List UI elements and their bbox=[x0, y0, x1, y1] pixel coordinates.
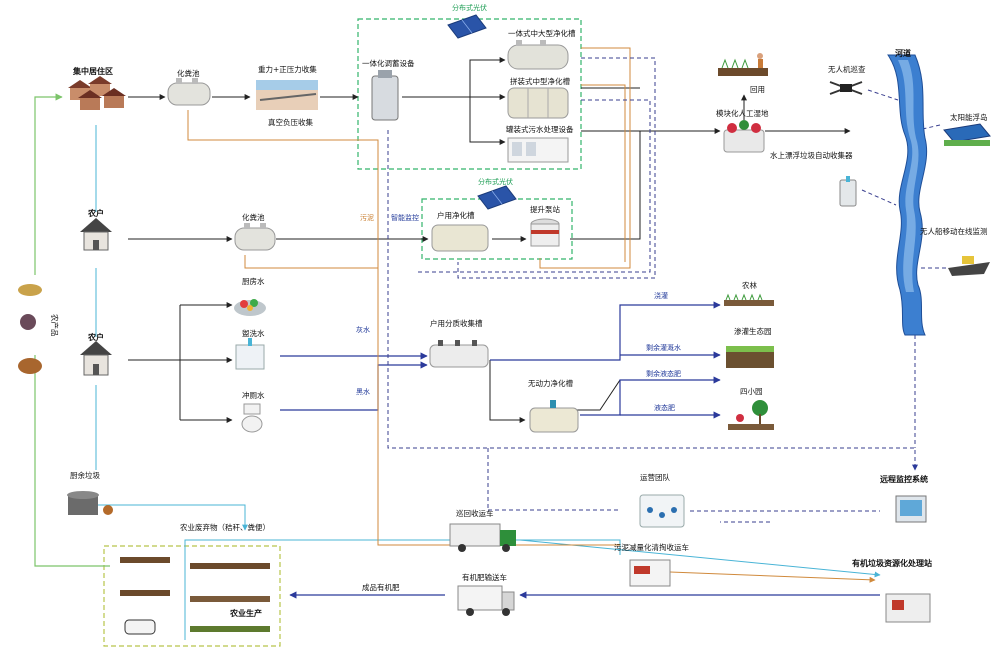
label-flush-water: 冲厕水 bbox=[242, 390, 265, 400]
label-farmer-1: 农户 bbox=[87, 208, 104, 218]
label-kitchen-water: 厨房水 bbox=[242, 276, 265, 286]
agri-production-group bbox=[103, 545, 281, 647]
farmer-house-2-icon bbox=[80, 341, 112, 376]
label-container-equipment: 罐装式污水处理设备 bbox=[506, 124, 574, 134]
label-organic-fertilizer: 成品有机肥 bbox=[362, 582, 400, 592]
label-kitchen-waste: 厨余垃圾 bbox=[70, 470, 100, 480]
river-highlight bbox=[898, 60, 919, 292]
sorting-tank-icon bbox=[429, 340, 489, 368]
kitchen-waste-icon bbox=[67, 491, 113, 515]
label-unpowered-tank: 无动力净化槽 bbox=[528, 378, 573, 388]
farmland-icon bbox=[724, 293, 774, 306]
label-reuse: 回用 bbox=[750, 85, 765, 94]
label-solar-2: 分布式光伏 bbox=[478, 177, 513, 186]
eco-garden-icon bbox=[726, 346, 774, 368]
fertilizer-truck-icon bbox=[457, 585, 515, 616]
agri-products-icon bbox=[18, 284, 42, 374]
four-gardens-icon bbox=[728, 400, 774, 430]
label-septic-tank-1: 化粪池 bbox=[177, 68, 200, 78]
sludge-truck-icon bbox=[629, 559, 671, 587]
label-household-tank: 户用净化槽 bbox=[437, 210, 475, 220]
label-river: 河道 bbox=[895, 48, 911, 58]
label-unmanned-boat: 无人船移动在线监测 bbox=[920, 226, 988, 236]
label-large-tank: 一体式中大型净化槽 bbox=[508, 28, 576, 38]
label-agri-waste: 农业废弃物（秸秆、粪便） bbox=[180, 522, 270, 532]
remote-monitor-icon bbox=[895, 495, 927, 523]
label-organic-station: 有机垃圾资源化处理站 bbox=[852, 558, 932, 568]
wetland-icon bbox=[723, 120, 765, 153]
solar-panel-1-icon bbox=[447, 14, 487, 39]
label-wetland: 模块化人工湿地 bbox=[716, 108, 769, 118]
label-wash-water: 盥洗水 bbox=[242, 328, 265, 338]
label-liquid-fertilizer: 液态肥 bbox=[654, 403, 675, 412]
label-septic-tank-2: 化粪池 bbox=[242, 212, 265, 222]
large-tank-icon bbox=[507, 40, 569, 70]
label-surplus-irrigation: 剩余灌溉水 bbox=[646, 343, 681, 352]
container-equipment-icon bbox=[507, 137, 569, 163]
label-patrol-truck: 巡回收运车 bbox=[456, 508, 494, 518]
solar-island-icon bbox=[943, 123, 991, 146]
household-tank-icon bbox=[431, 224, 489, 252]
farmer-house-1-icon bbox=[80, 218, 112, 251]
septic-tank-2-icon bbox=[234, 223, 276, 251]
green-flows bbox=[34, 93, 110, 567]
medium-tank-icon bbox=[507, 87, 569, 119]
label-centralized-residence: 集中居住区 bbox=[72, 66, 113, 76]
toilet-icon bbox=[241, 403, 263, 433]
monitor-lines bbox=[387, 57, 946, 523]
ops-team-icon bbox=[639, 494, 685, 528]
integrated-equipment-icon bbox=[371, 70, 399, 121]
label-sludge-truck: 污泥减量化清掏收运车 bbox=[614, 542, 689, 552]
solar-panel-2-icon bbox=[477, 185, 517, 210]
label-agri-products: 农产品 bbox=[50, 314, 60, 337]
label-drone: 无人机巡查 bbox=[828, 64, 866, 74]
label-integrated-equipment: 一体化调蓄设备 bbox=[362, 58, 415, 68]
floating-collector-icon bbox=[839, 176, 857, 207]
label-sorting-tank: 户用分质收集槽 bbox=[430, 318, 483, 328]
label-remote-monitor: 远程监控系统 bbox=[880, 474, 928, 484]
septic-tank-1-icon bbox=[167, 78, 211, 106]
patrol-truck-icon bbox=[449, 523, 516, 552]
gravity-pipes-icon bbox=[256, 80, 318, 110]
label-agri-production: 农业生产 bbox=[229, 608, 262, 618]
organic-station-icon bbox=[885, 593, 931, 623]
lift-station-icon bbox=[530, 218, 560, 247]
label-ops-team: 运营团队 bbox=[640, 472, 670, 482]
wash-basin-icon bbox=[235, 338, 265, 370]
label-ecological-garden: 渗灌生态园 bbox=[734, 326, 772, 336]
label-medium-tank: 拼装式中型净化槽 bbox=[510, 76, 570, 86]
label-black-water: 黑水 bbox=[356, 387, 370, 396]
top-treatment-group bbox=[357, 18, 582, 170]
cyan-flows bbox=[95, 125, 881, 640]
label-sludge: 污泥 bbox=[360, 214, 374, 222]
kitchen-icon bbox=[234, 299, 266, 316]
label-gravity-pressure: 重力+正压力收集 bbox=[258, 64, 317, 74]
label-fertilizer-truck: 有机肥输送车 bbox=[462, 572, 507, 582]
blue-flows bbox=[280, 301, 880, 599]
label-surplus-liquid-fertilizer: 剩余液态肥 bbox=[646, 369, 681, 378]
label-smart-monitor: 智能监控 bbox=[391, 213, 419, 222]
unpowered-tank-icon bbox=[529, 400, 579, 433]
residence-cluster-icon bbox=[68, 76, 126, 110]
agri-rows-icon bbox=[120, 557, 270, 635]
drone-icon bbox=[829, 81, 863, 95]
label-irrigation: 浇灌 bbox=[654, 291, 668, 300]
label-four-gardens: 四小园 bbox=[740, 387, 763, 396]
label-farmland: 农林 bbox=[742, 280, 757, 290]
label-lift-station: 提升泵站 bbox=[530, 204, 560, 214]
reuse-field-icon bbox=[718, 53, 768, 76]
label-farmer-2: 农户 bbox=[87, 332, 104, 342]
label-floating-collector: 水上漂浮垃圾自动收集器 bbox=[770, 150, 853, 160]
label-solar-island: 太阳能浮岛 bbox=[950, 112, 988, 122]
label-solar-1: 分布式光伏 bbox=[452, 3, 487, 12]
label-vacuum-collection: 真空负压收集 bbox=[268, 117, 313, 127]
label-grey-water: 灰水 bbox=[356, 325, 370, 334]
unmanned-boat-icon bbox=[948, 256, 990, 276]
